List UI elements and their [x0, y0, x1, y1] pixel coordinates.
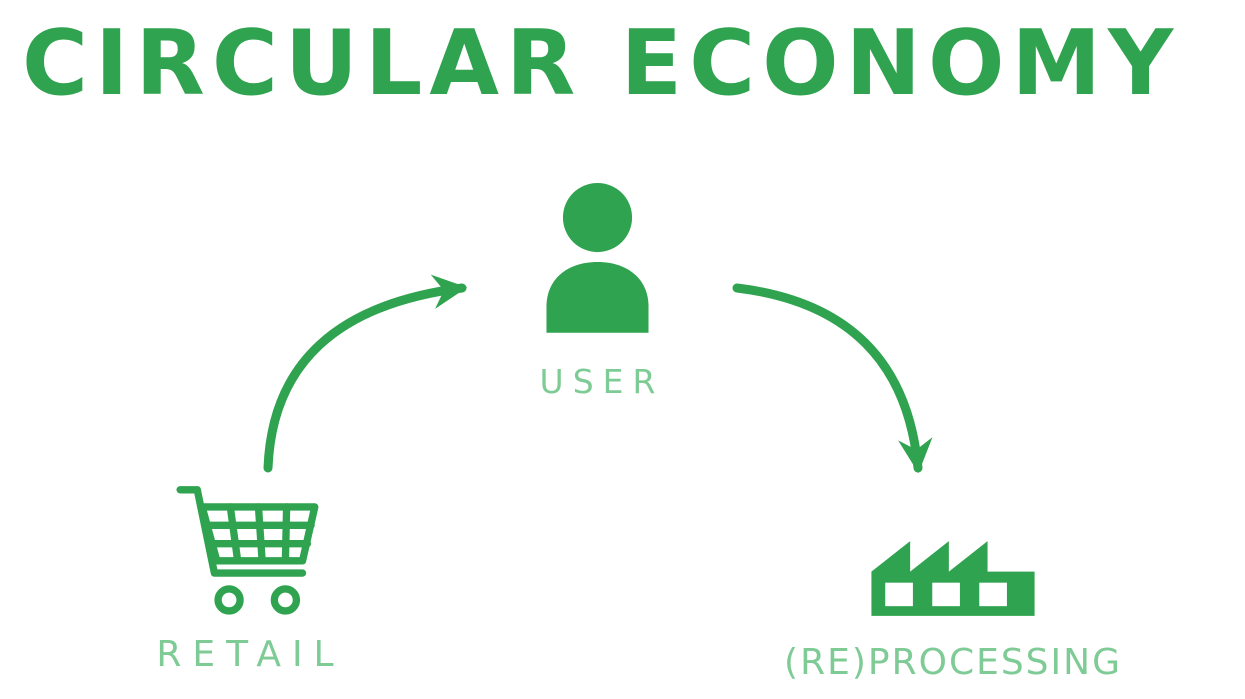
user-icon — [515, 178, 680, 340]
arrow-user-to-reprocessing — [732, 283, 933, 474]
node-reprocessing: (RE)PROCESSING — [718, 508, 1188, 683]
node-retail: RETAIL — [140, 480, 350, 675]
shopping-cart-icon — [140, 480, 350, 626]
user-label: USER — [539, 362, 665, 401]
node-user: USER — [515, 178, 680, 401]
retail-label: RETAIL — [156, 634, 345, 675]
arrow-retail-to-user — [263, 274, 468, 473]
factory-icon — [718, 508, 1188, 624]
reprocessing-label: (RE)PROCESSING — [784, 642, 1122, 683]
diagram-title: CIRCULAR ECONOMY — [22, 11, 1181, 116]
